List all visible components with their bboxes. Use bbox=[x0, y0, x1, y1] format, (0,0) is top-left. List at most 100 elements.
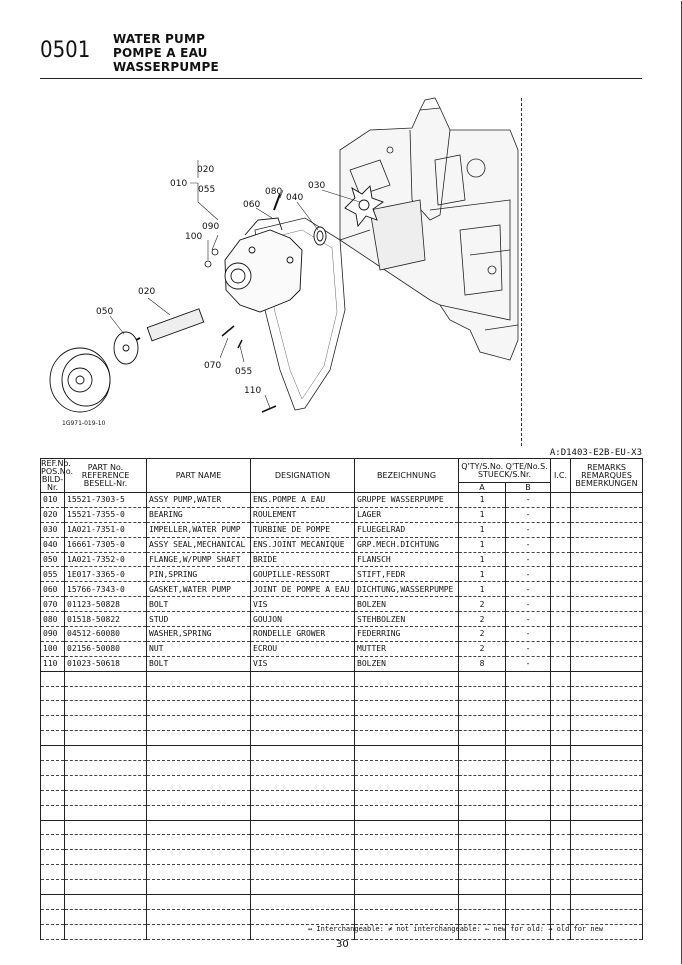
part-no-cell bbox=[64, 894, 147, 910]
header-part-no-en: PART No. bbox=[87, 462, 124, 472]
section-number: 0501 bbox=[40, 38, 91, 63]
designation-cell: GOUPILLE-RESSORT bbox=[250, 566, 355, 583]
table-row-empty bbox=[40, 790, 643, 806]
remarks-cell bbox=[570, 715, 643, 732]
water-pump-illustration: 010 020 055 080 030 060 040 090 100 020 … bbox=[49, 97, 519, 413]
qty-a-cell: 2 bbox=[458, 611, 506, 628]
ref-cell: 100 bbox=[40, 641, 65, 657]
qty-a-cell bbox=[458, 864, 506, 881]
remarks-cell bbox=[570, 700, 643, 717]
ic-cell bbox=[550, 700, 571, 717]
ref-cell bbox=[40, 879, 65, 896]
designation-cell bbox=[250, 820, 355, 836]
bezeichnung-cell bbox=[354, 715, 459, 732]
bezeichnung-cell bbox=[354, 909, 459, 925]
ic-cell bbox=[550, 596, 571, 613]
model-code: A:D1403-E2B-EU-X3 bbox=[549, 448, 642, 458]
qty-a-cell: 2 bbox=[458, 596, 506, 613]
remarks-cell bbox=[570, 596, 643, 613]
designation-cell: RONDELLE GROWER bbox=[250, 626, 355, 642]
bezeichnung-cell bbox=[354, 894, 459, 910]
part-name-cell bbox=[146, 849, 251, 866]
table-row-empty bbox=[40, 730, 643, 747]
qty-b-cell bbox=[505, 864, 551, 881]
remarks-cell bbox=[570, 849, 643, 866]
impeller-drawing bbox=[344, 185, 384, 228]
qty-a-cell: 2 bbox=[458, 626, 506, 642]
header-col-b: B bbox=[505, 482, 551, 493]
bezeichnung-cell: FEDERRING bbox=[354, 626, 459, 642]
part-name-cell bbox=[146, 834, 251, 851]
part-no-cell: 16661-7305-0 bbox=[64, 537, 147, 553]
ref-cell: 055 bbox=[40, 566, 65, 583]
ref-cell: 060 bbox=[40, 581, 65, 598]
designation-cell bbox=[250, 864, 355, 881]
qty-a-cell bbox=[458, 671, 506, 687]
bezeichnung-cell bbox=[354, 686, 459, 702]
part-name-cell: NUT bbox=[146, 641, 251, 657]
qty-b-cell bbox=[505, 909, 551, 925]
ic-cell bbox=[550, 864, 571, 881]
ic-cell bbox=[550, 879, 571, 896]
part-name-cell: BEARING bbox=[146, 507, 251, 523]
ref-cell: 040 bbox=[40, 537, 65, 553]
qty-a-cell bbox=[458, 790, 506, 806]
part-name-cell bbox=[146, 700, 251, 717]
qty-b-cell bbox=[505, 775, 551, 791]
table-row-empty bbox=[40, 700, 643, 717]
header-part-no-fr: REFERENCE bbox=[81, 470, 130, 480]
ref-cell: 110 bbox=[40, 656, 65, 672]
qty-b-cell bbox=[505, 834, 551, 851]
callout-110: 110 bbox=[244, 386, 261, 396]
part-no-cell bbox=[64, 715, 147, 732]
qty-a-cell: 8 bbox=[458, 656, 506, 672]
part-name-cell bbox=[146, 879, 251, 896]
ref-cell: 080 bbox=[40, 611, 65, 628]
remarks-cell bbox=[570, 611, 643, 628]
qty-a-cell bbox=[458, 909, 506, 925]
qty-b-cell: - bbox=[505, 641, 551, 657]
part-no-cell bbox=[64, 834, 147, 851]
remarks-cell bbox=[570, 775, 643, 791]
table-row-empty bbox=[40, 924, 643, 940]
remarks-cell bbox=[570, 924, 643, 940]
bezeichnung-cell bbox=[354, 760, 459, 776]
part-no-cell bbox=[64, 849, 147, 866]
part-no-cell: 01123-50828 bbox=[64, 596, 147, 613]
ref-cell bbox=[40, 805, 65, 821]
designation-cell: GOUJON bbox=[250, 611, 355, 628]
header-ic: I.C. bbox=[550, 458, 571, 493]
part-name-cell: FLANGE,W/PUMP SHAFT bbox=[146, 552, 251, 568]
qty-a-cell bbox=[458, 715, 506, 732]
title-german: WASSERPUMPE bbox=[113, 60, 219, 74]
designation-cell bbox=[250, 730, 355, 747]
part-name-cell bbox=[146, 715, 251, 732]
ref-cell: 010 bbox=[40, 492, 65, 508]
bezeichnung-cell bbox=[354, 849, 459, 866]
callout-040: 040 bbox=[286, 193, 303, 203]
ref-cell bbox=[40, 849, 65, 866]
qty-a-cell: 1 bbox=[458, 522, 506, 538]
callout-070: 070 bbox=[204, 361, 221, 371]
ic-cell bbox=[550, 626, 571, 642]
qty-a-cell bbox=[458, 700, 506, 717]
qty-a-cell bbox=[458, 745, 506, 762]
bolt-drawings bbox=[204, 248, 277, 413]
header-part-no: PART No. REFERENCE BESELL-Nr. bbox=[64, 458, 147, 493]
designation-cell: BRIDE bbox=[250, 552, 355, 568]
ic-cell bbox=[550, 790, 571, 806]
part-name-cell bbox=[146, 671, 251, 687]
ref-cell bbox=[40, 686, 65, 702]
qty-b-cell bbox=[505, 879, 551, 896]
ref-cell bbox=[40, 775, 65, 791]
ref-cell bbox=[40, 700, 65, 717]
part-name-cell bbox=[146, 864, 251, 881]
bezeichnung-cell: FLUEGELRAD bbox=[354, 522, 459, 538]
qty-a-cell bbox=[458, 805, 506, 821]
remarks-cell bbox=[570, 805, 643, 821]
header-ref-no: REF.No. POS.No. BILD-Nr. bbox=[40, 458, 74, 493]
ic-cell bbox=[550, 566, 571, 583]
